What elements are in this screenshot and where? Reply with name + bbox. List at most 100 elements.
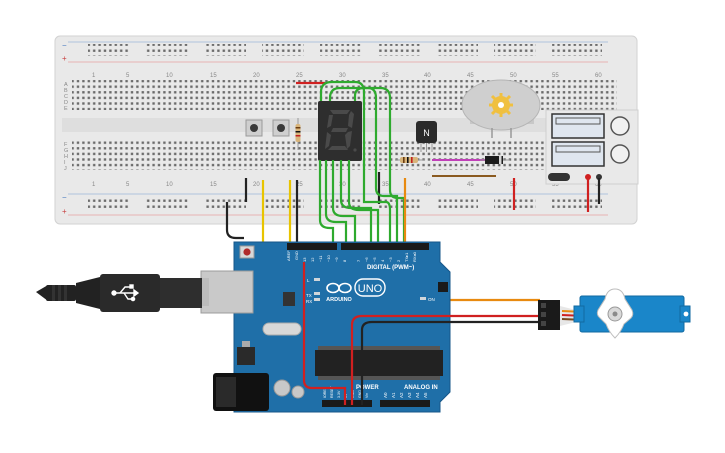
svg-text:A2: A2 — [399, 392, 404, 398]
tx-led — [314, 292, 320, 295]
svg-text:I: I — [64, 160, 66, 166]
wire-black-servo[interactable] — [360, 320, 540, 405]
servo-motor[interactable] — [538, 288, 691, 339]
svg-text:45: 45 — [467, 73, 474, 79]
svg-text:G: G — [64, 148, 68, 154]
svg-text:35: 35 — [382, 73, 389, 79]
header-left — [287, 243, 337, 250]
l-label: L — [307, 278, 310, 283]
svg-text:~10: ~10 — [326, 254, 331, 262]
atmega-chip — [315, 350, 443, 376]
segments — [325, 110, 357, 152]
dc-motor[interactable] — [461, 79, 541, 138]
pushbutton-2[interactable] — [272, 119, 290, 137]
svg-text:3.3V: 3.3V — [337, 390, 341, 398]
on-label: ON — [428, 297, 435, 302]
svg-text:D: D — [64, 100, 68, 106]
svg-text:IOREF: IOREF — [323, 386, 327, 398]
svg-text:15: 15 — [210, 73, 217, 79]
svg-text:A5: A5 — [423, 392, 428, 398]
svg-text:7: 7 — [356, 259, 361, 262]
svg-text:Vin: Vin — [365, 393, 369, 398]
green-wires[interactable] — [318, 80, 406, 247]
svg-text:AREF: AREF — [286, 250, 291, 261]
svg-text:30: 30 — [339, 73, 346, 79]
usb-chip — [283, 292, 295, 306]
svg-text:25: 25 — [296, 73, 303, 79]
svg-text:35: 35 — [382, 182, 389, 188]
svg-text:GND: GND — [294, 251, 299, 260]
svg-text:~6: ~6 — [364, 257, 369, 262]
usb-cable[interactable] — [36, 274, 202, 312]
svg-text:4: 4 — [380, 259, 385, 262]
arduino-model: UNO — [358, 283, 383, 295]
rx-label: RX — [306, 299, 312, 304]
svg-text:A4: A4 — [415, 392, 420, 398]
svg-text:30: 30 — [339, 182, 346, 188]
header-power — [322, 400, 372, 407]
l-led — [314, 278, 320, 281]
pushbutton-1[interactable] — [245, 119, 263, 137]
svg-text:20: 20 — [253, 73, 260, 79]
svg-text:8: 8 — [342, 259, 347, 262]
wire-red-servo[interactable] — [350, 314, 540, 405]
resistor-vertical[interactable] — [295, 118, 301, 150]
knob-2-icon[interactable] — [610, 144, 630, 164]
svg-text:15: 15 — [210, 182, 217, 188]
resistor-horizontal[interactable] — [395, 157, 425, 163]
column-numbers-top: 1 5 10 15 20 25 30 35 40 45 50 55 60 — [92, 73, 602, 79]
svg-text:50: 50 — [510, 73, 517, 79]
arduino-logo: ARDUINO UNO — [326, 278, 386, 303]
header-digital — [341, 243, 429, 250]
svg-text:GND: GND — [358, 390, 362, 398]
usb-symbol-icon — [111, 284, 140, 302]
power-switch[interactable] — [548, 173, 570, 181]
svg-text:A0: A0 — [383, 392, 388, 398]
svg-text:60: 60 — [595, 73, 602, 79]
svg-text:A1: A1 — [391, 392, 396, 398]
arduino-brand: ARDUINO — [326, 297, 352, 303]
knob-1-icon[interactable] — [610, 116, 630, 136]
svg-text:~5: ~5 — [372, 257, 377, 262]
icsp-chip — [438, 282, 448, 292]
svg-text:E: E — [64, 106, 68, 112]
svg-text:~3: ~3 — [388, 257, 393, 262]
svg-text:RX◂0: RX◂0 — [412, 251, 417, 262]
svg-text:~11: ~11 — [318, 255, 323, 262]
crystal — [262, 322, 302, 336]
diode[interactable] — [480, 156, 510, 164]
bottom-minus-label: − — [62, 193, 67, 202]
svg-text:J: J — [64, 166, 67, 172]
usb-port[interactable] — [200, 270, 254, 314]
svg-text:40: 40 — [424, 182, 431, 188]
power-label: POWER — [356, 385, 379, 391]
power-module[interactable] — [545, 109, 639, 185]
svg-text:25: 25 — [296, 182, 303, 188]
wire-black-left[interactable] — [225, 202, 244, 240]
row-letters: A B C D E F G H I J — [64, 82, 68, 172]
bottom-plus-label: + — [62, 207, 67, 216]
svg-text:~9: ~9 — [334, 257, 339, 262]
svg-text:20: 20 — [253, 182, 260, 188]
npn-transistor[interactable]: N — [416, 121, 437, 152]
analog-pin-labels: A0 A1 A2 A3 A4 A5 — [383, 392, 428, 398]
svg-text:1: 1 — [92, 182, 96, 188]
svg-text:A: A — [64, 82, 68, 88]
svg-text:10: 10 — [166, 73, 173, 79]
seven-segment-display[interactable]: 8 — [318, 101, 362, 161]
svg-text:5: 5 — [126, 182, 130, 188]
svg-text:5: 5 — [126, 73, 130, 79]
svg-text:55: 55 — [552, 182, 559, 188]
top-plus-label: + — [62, 54, 67, 63]
svg-text:RESET: RESET — [330, 385, 334, 398]
arduino-uno[interactable]: AREF GND 13 12 ~11 ~10 ~9 8 7 ~6 ~5 4 ~3… — [200, 241, 451, 413]
svg-text:10: 10 — [166, 182, 173, 188]
svg-text:A3: A3 — [407, 392, 412, 398]
bottom-rail-holes — [88, 197, 602, 209]
svg-text:TX▸1: TX▸1 — [404, 252, 409, 262]
wire-red-5v[interactable] — [302, 262, 347, 405]
digital-label: DIGITAL (PWM~) — [367, 265, 414, 271]
on-led — [420, 297, 426, 300]
pin-labels: AREF GND 13 12 ~11 ~10 ~9 8 7 ~6 ~5 4 ~3… — [286, 250, 417, 262]
